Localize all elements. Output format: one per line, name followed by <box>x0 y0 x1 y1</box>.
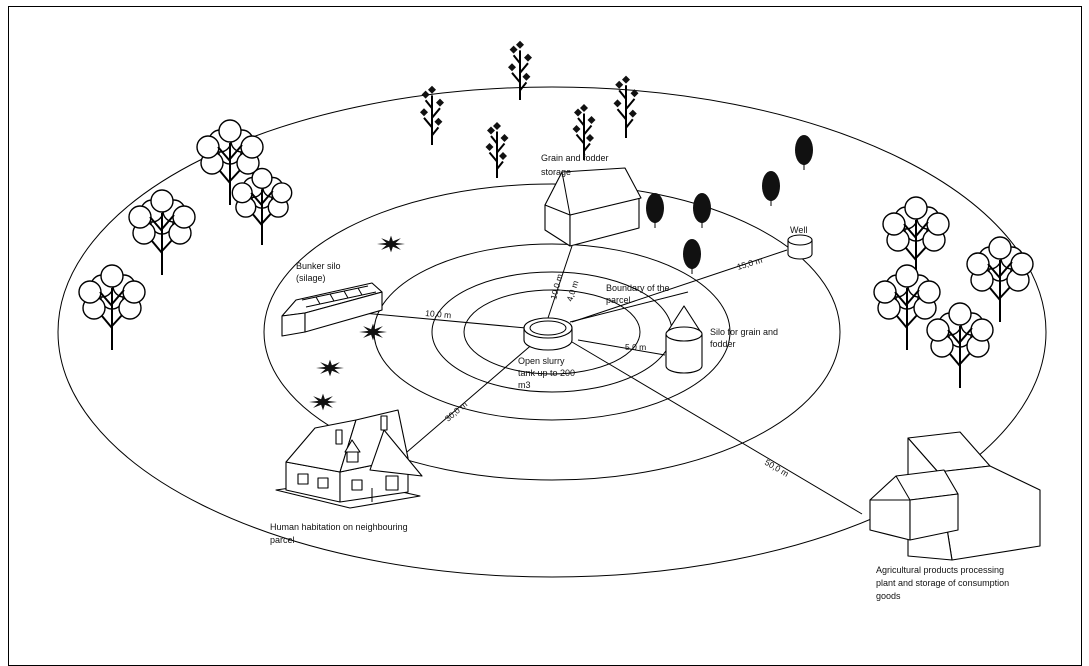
grain-silo <box>665 305 703 374</box>
shrub-icon <box>309 393 337 411</box>
line-to-grain-storage <box>547 245 573 319</box>
label-boundary-1: Boundary of the <box>606 283 670 293</box>
label-tank-1: Open slurry <box>518 356 565 366</box>
label-boundary-2: parcel <box>606 295 631 305</box>
label-bunker-silo-1: Bunker silo <box>296 261 341 271</box>
distance-label-10m-left: 10,0 m <box>425 308 452 320</box>
bare-tree-icon <box>420 85 444 145</box>
line-to-well <box>571 249 788 323</box>
tree-group <box>78 40 1034 388</box>
bare-tree-icon <box>508 40 532 100</box>
label-grain-silo-2: fodder <box>710 339 736 349</box>
label-processing-1: Agricultural products processing <box>876 565 1004 575</box>
conifer-icon <box>646 193 664 228</box>
house <box>275 409 423 509</box>
tree-icon <box>78 264 146 350</box>
line-to-bunker-silo <box>351 311 527 329</box>
bare-tree-icon <box>572 104 596 160</box>
well <box>787 234 813 260</box>
tree-icon <box>926 302 994 388</box>
tree-icon <box>128 189 196 275</box>
distance-label-15m: 15,0 m <box>736 255 764 272</box>
label-habitation-2: parcel <box>270 535 295 545</box>
label-grain-silo-1: Silo for grain and <box>710 327 778 337</box>
label-well: Well <box>790 225 807 235</box>
shrub-icon <box>316 359 344 377</box>
label-tank-3: m3 <box>518 380 531 390</box>
label-grain-storage-1: Grain and fodder <box>541 153 609 163</box>
distance-label-10m-vertical: 10,0 m <box>548 273 564 301</box>
ring-5m <box>463 289 641 375</box>
tree-icon <box>882 196 950 282</box>
bare-tree-icon <box>485 122 509 178</box>
slurry-tank <box>523 317 573 351</box>
ring-30m <box>263 183 841 481</box>
line-to-boundary <box>569 291 689 323</box>
line-to-processing-plant <box>571 341 863 515</box>
label-grain-storage-2: storage <box>541 167 571 177</box>
label-tank-2: tank up to 200 <box>518 368 575 378</box>
distance-label-5m: 5,0 m <box>625 342 646 352</box>
slurry-tank-distance-diagram: 10,0 m 4,0 m 15,0 m 10,0 m 5,0 m 30,0 m … <box>57 40 1047 601</box>
label-processing-2: plant and storage of consumption <box>876 578 1009 588</box>
line-to-grain-silo <box>577 339 666 356</box>
shrub-group <box>309 235 405 411</box>
conifer-icon <box>762 171 780 206</box>
label-habitation-1: Human habitation on neighbouring <box>270 522 408 532</box>
processing-plant <box>869 431 1041 561</box>
tree-icon <box>196 119 264 205</box>
shrub-icon <box>359 323 387 341</box>
line-to-habitation <box>399 341 536 459</box>
tree-icon <box>231 167 293 245</box>
tree-icon <box>966 236 1034 322</box>
distance-label-4m: 4,0 m <box>564 279 580 302</box>
grain-storage-building <box>544 167 642 247</box>
distance-label-50m: 50,0 m <box>763 457 791 479</box>
tree-icon <box>873 264 941 350</box>
bunker-silo <box>281 282 383 337</box>
shrub-icon <box>377 235 405 253</box>
conifer-icon <box>683 239 701 274</box>
bare-tree-icon <box>613 75 639 138</box>
label-bunker-silo-2: (silage) <box>296 273 326 283</box>
outer-ring-50m <box>57 86 1047 578</box>
conifer-icon <box>693 193 711 228</box>
conifer-icon <box>795 135 813 170</box>
label-processing-3: goods <box>876 591 901 601</box>
